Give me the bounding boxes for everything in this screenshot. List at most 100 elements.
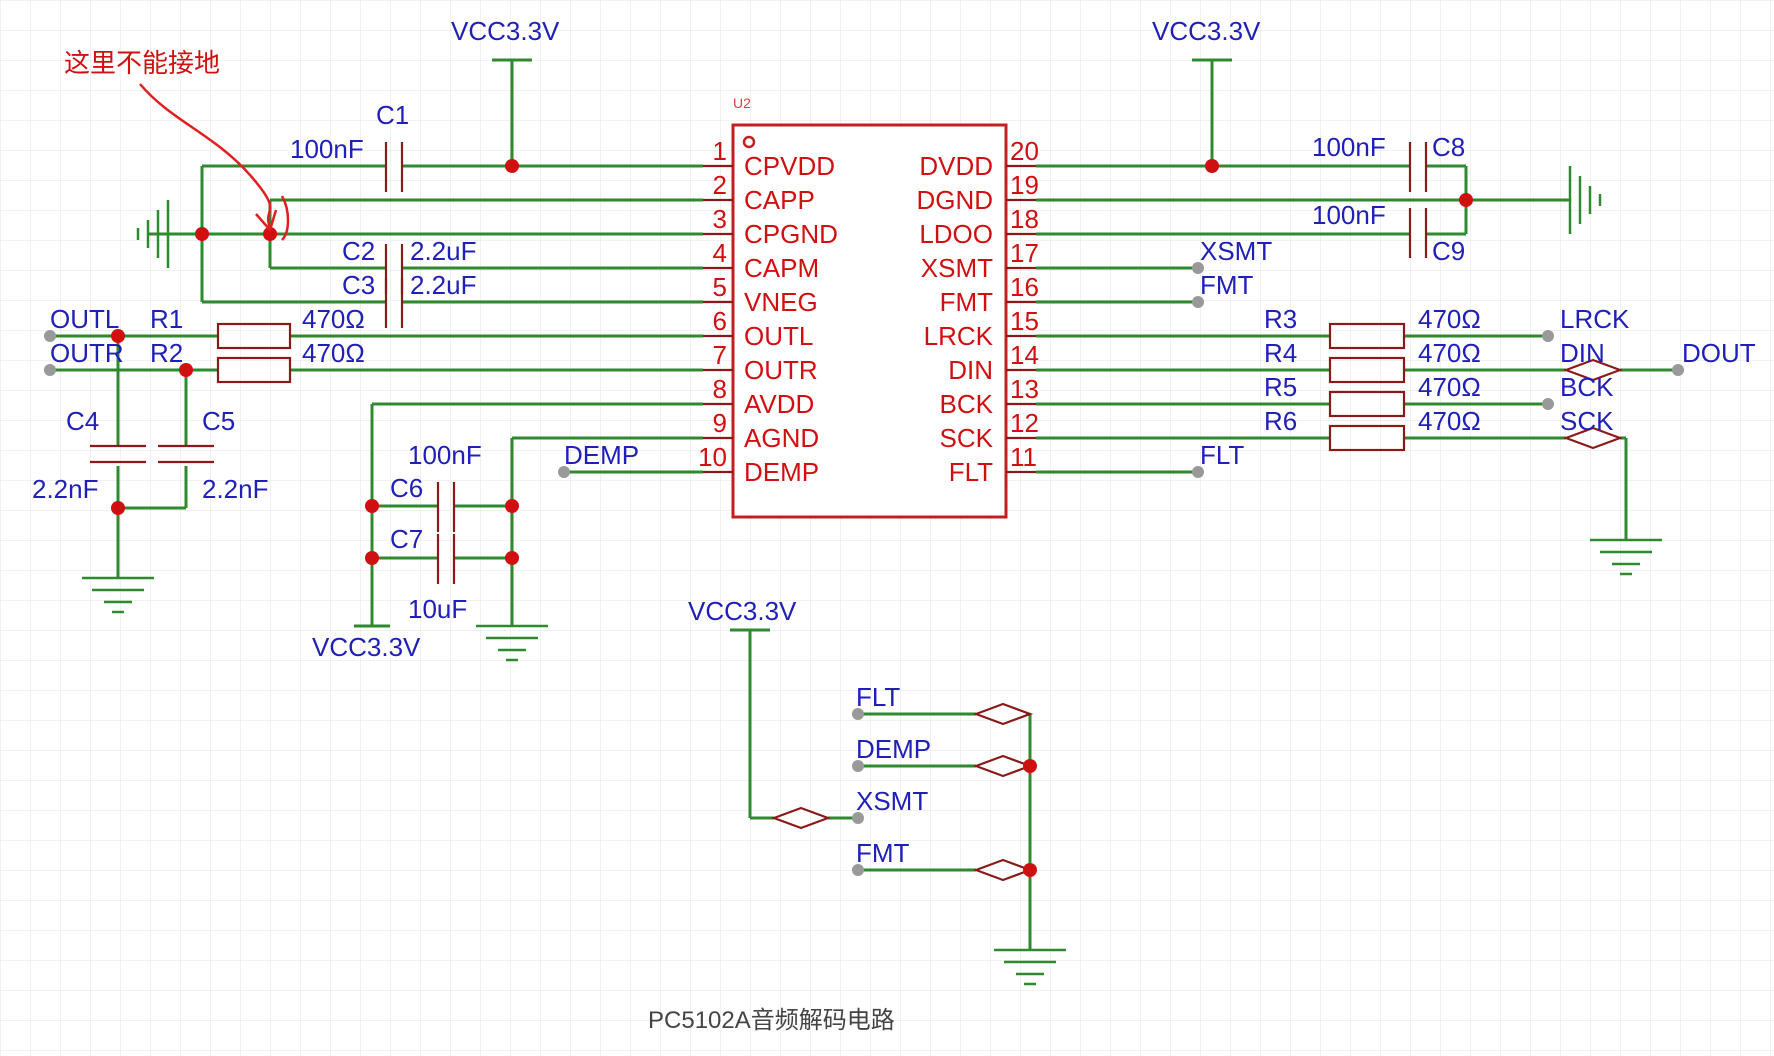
- ground-icon: [82, 576, 154, 614]
- pin-number: 12: [1010, 408, 1039, 438]
- capacitor-c9[interactable]: C9 100nF: [1312, 200, 1465, 266]
- vcc-label: VCC3.3V: [688, 596, 797, 626]
- r1-ref: R1: [150, 304, 183, 334]
- capacitor-c8[interactable]: C8 100nF: [1312, 132, 1465, 192]
- r3-ref: R3: [1264, 304, 1297, 334]
- ground-icon: [1568, 166, 1602, 234]
- connector-diamond: [1562, 426, 1624, 450]
- pin-name: VNEG: [744, 287, 818, 317]
- capacitor-c4[interactable]: C4 2.2nF: [32, 406, 146, 504]
- net-label-sck: SCK: [1560, 406, 1614, 436]
- pin-number: 17: [1010, 238, 1039, 268]
- pin-number: 15: [1010, 306, 1039, 336]
- pin-name: DIN: [948, 355, 993, 385]
- c3-value: 2.2uF: [410, 270, 477, 300]
- net-label-demp-strap: DEMP: [856, 734, 931, 764]
- resistor-r2[interactable]: R2 470Ω: [150, 338, 365, 384]
- capacitor-c7[interactable]: C7 10uF: [390, 524, 467, 624]
- ground-icon: [476, 624, 548, 662]
- ground-icon: [994, 948, 1066, 986]
- r6-ref: R6: [1264, 406, 1297, 436]
- r3-value: 470Ω: [1418, 304, 1481, 334]
- vcc-bottom: VCC3.3V: [688, 596, 797, 632]
- pin-name: AGND: [744, 423, 819, 453]
- strap-wires: [748, 630, 1032, 950]
- r1-value: 470Ω: [302, 304, 365, 334]
- pin-name: LDOO: [919, 219, 993, 249]
- pin1-marker: [742, 135, 756, 149]
- resistor-r1[interactable]: R1 470Ω: [150, 304, 365, 350]
- c1-value: 100nF: [290, 134, 364, 164]
- pin-number: 5: [713, 272, 727, 302]
- pin-name: CPVDD: [744, 151, 835, 181]
- pin-name: DEMP: [744, 457, 819, 487]
- r4-value: 470Ω: [1418, 338, 1481, 368]
- pin-number: 13: [1010, 374, 1039, 404]
- net-label-xsmt: XSMT: [1200, 236, 1272, 266]
- net-label-fmt-strap: FMT: [856, 838, 910, 868]
- net-label-xsmt-strap: XSMT: [856, 786, 928, 816]
- c2-value: 2.2uF: [410, 236, 477, 266]
- net-label-lrck: LRCK: [1560, 304, 1630, 334]
- annotation-note: 这里不能接地: [64, 48, 220, 78]
- pin-number: 3: [713, 204, 727, 234]
- c3-ref: C3: [342, 270, 375, 300]
- capacitor-c6[interactable]: C6 100nF: [390, 440, 482, 532]
- pin-number: 19: [1010, 170, 1039, 200]
- resistor-r6[interactable]: R6 470Ω: [1264, 406, 1481, 452]
- resistor-r3[interactable]: R3 470Ω: [1264, 304, 1481, 350]
- c4-ref: C4: [66, 406, 99, 436]
- pin-number: 1: [713, 136, 727, 166]
- c5-ref: C5: [202, 406, 235, 436]
- pin-name: LRCK: [924, 321, 994, 351]
- ground-icon: [136, 200, 170, 268]
- annotation-arrow: [139, 83, 290, 241]
- ic-body: [731, 123, 1008, 519]
- pin-name: BCK: [940, 389, 994, 419]
- pin-number: 14: [1010, 340, 1039, 370]
- vcc-top-right: VCC3.3V: [1152, 16, 1261, 74]
- pin-number: 4: [713, 238, 727, 268]
- pin-name: FLT: [949, 457, 993, 487]
- c9-ref: C9: [1432, 236, 1465, 266]
- resistor-r5[interactable]: R5 470Ω: [1264, 372, 1481, 418]
- vcc-top-left: VCC3.3V: [451, 16, 560, 74]
- ic-u2[interactable]: U2 1 2 3 4 5 6: [698, 95, 1039, 519]
- resistor-r4[interactable]: R4 470Ω: [1264, 338, 1481, 384]
- c6-ref: C6: [390, 473, 423, 503]
- r4-ref: R4: [1264, 338, 1297, 368]
- pin-name: SCK: [940, 423, 994, 453]
- capacitor-c1[interactable]: C1 100nF: [290, 100, 409, 192]
- net-label-bck: BCK: [1560, 372, 1614, 402]
- left-wires: [50, 74, 703, 626]
- connector-diamond: [972, 702, 1034, 726]
- vcc-label: VCC3.3V: [312, 632, 421, 662]
- c9-value: 100nF: [1312, 200, 1386, 230]
- net-label-outl: OUTL: [50, 304, 119, 334]
- c8-value: 100nF: [1312, 132, 1386, 162]
- pin-number: 10: [698, 442, 727, 472]
- pin-number: 8: [713, 374, 727, 404]
- schematic-caption: PC5102A音频解码电路: [648, 1007, 895, 1034]
- pin-name: CAPP: [744, 185, 815, 215]
- pin-number: 18: [1010, 204, 1039, 234]
- c4-value: 2.2nF: [32, 474, 99, 504]
- junctions: [111, 159, 1473, 877]
- pin-name: CAPM: [744, 253, 819, 283]
- net-label-fmt: FMT: [1200, 270, 1254, 300]
- pin-number: 20: [1010, 136, 1039, 166]
- net-endpoints: [44, 262, 1684, 876]
- pin-name: FMT: [940, 287, 994, 317]
- net-label-demp: DEMP: [564, 440, 639, 470]
- net-label-din: DIN: [1560, 338, 1605, 368]
- pin-name: DVDD: [919, 151, 993, 181]
- connector-diamond: [1562, 358, 1624, 382]
- capacitor-c3[interactable]: C3 2.2uF: [342, 270, 477, 328]
- capacitor-c5[interactable]: C5 2.2nF: [158, 406, 269, 504]
- c1-ref: C1: [376, 100, 409, 130]
- r2-value: 470Ω: [302, 338, 365, 368]
- r5-value: 470Ω: [1418, 372, 1481, 402]
- pin-number: 2: [713, 170, 727, 200]
- pin-number: 9: [713, 408, 727, 438]
